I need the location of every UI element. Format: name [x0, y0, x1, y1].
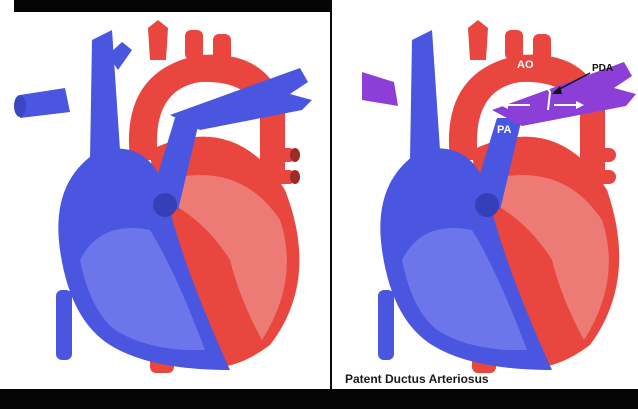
label-pda: PDA: [592, 63, 613, 74]
left-mixed-vessel: [362, 72, 398, 106]
left-carotid-artery: [505, 30, 523, 60]
vein-opening-1: [290, 148, 300, 162]
vessel-end-left: [14, 95, 26, 117]
right-pulmonary-artery-stub: [20, 88, 70, 118]
label-pa: PA: [497, 124, 512, 136]
label-ao: AO: [517, 59, 534, 71]
inferior-vena-cava: [56, 290, 72, 360]
pulmonary-valve: [153, 193, 177, 217]
inferior-vena-cava: [378, 290, 394, 360]
left-subclavian-artery: [533, 34, 551, 64]
vein-opening-2: [290, 170, 300, 184]
normal-heart-illustration: [0, 0, 330, 389]
brachiocephalic-artery: [468, 20, 488, 60]
bottom-black-bar: [0, 389, 638, 409]
superior-vena-cava: [410, 30, 440, 160]
figure-caption: Patent Ductus Arteriosus: [345, 372, 489, 386]
brachiocephalic-artery: [148, 20, 168, 60]
pda-heart-panel: AO PA PDA: [332, 0, 638, 389]
left-subclavian-artery: [213, 34, 231, 64]
normal-heart-panel: [0, 0, 330, 389]
pulmonary-valve: [475, 193, 499, 217]
pda-heart-illustration: AO PA PDA: [332, 0, 638, 389]
left-carotid-artery: [185, 30, 203, 60]
